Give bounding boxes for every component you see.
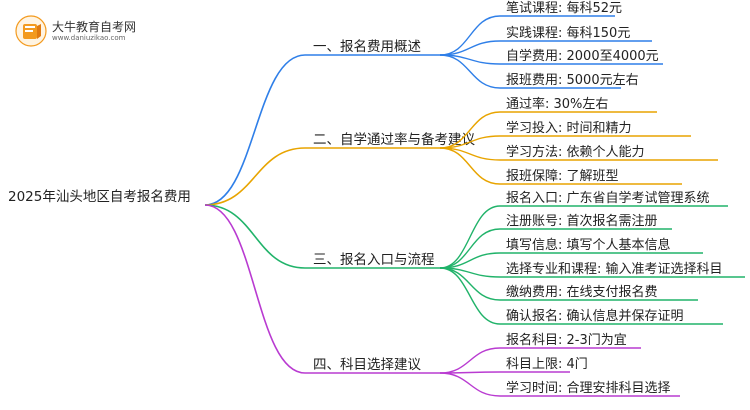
branch-label: 三、报名入口与流程 (313, 252, 435, 268)
leaf-connector (439, 252, 501, 269)
leaf-item: 报名科目: 2-3门为宜 (506, 332, 627, 348)
branch-label: 二、自学通过率与备考建议 (313, 131, 475, 148)
leaf-item: 学习时间: 合理安排科目选择 (506, 380, 671, 396)
branch-connector (204, 147, 306, 206)
logo: 大牛教育自考网 www.daniuzikao.com (14, 14, 164, 48)
leaf-item: 通过率: 30%左右 (506, 96, 608, 112)
leaf-item: 确认报名: 确认信息并保存证明 (506, 308, 684, 324)
leaf-item: 实践课程: 每科150元 (506, 25, 630, 41)
leaf-connector (439, 228, 501, 269)
leaf-connector (439, 267, 501, 325)
leaf-item: 科目上限: 4门 (506, 357, 588, 372)
branch-label: 一、报名费用概述 (313, 39, 421, 55)
leaf-item: 报名入口: 广东省自学考试管理系统 (506, 190, 710, 206)
leaf-item: 报班保障: 了解班型 (506, 169, 619, 184)
leaf-connector (439, 54, 501, 89)
leaf-connector (439, 347, 501, 374)
branch-label: 四、科目选择建议 (313, 357, 421, 373)
leaf-item: 学习投入: 时间和精力 (506, 120, 632, 136)
leaf-item: 自学费用: 2000至4000元 (506, 48, 659, 64)
leaf-connector (439, 15, 501, 56)
leaf-item: 缴纳费用: 在线支付报名费 (506, 284, 658, 300)
leaf-item: 填写信息: 填写个人基本信息 (506, 237, 671, 253)
logo-url: www.daniuzikao.com (52, 34, 126, 42)
leaf-item: 报班费用: 5000元左右 (506, 73, 639, 88)
leaf-item: 注册账号: 首次报名需注册 (506, 213, 658, 229)
root-topic: 2025年汕头地区自考报名费用 (8, 189, 191, 205)
logo-title: 大牛教育自考网 (52, 20, 137, 34)
leaf-item: 笔试课程: 每科52元 (506, 0, 622, 16)
book-logo-icon (15, 15, 47, 47)
branch-connector (204, 54, 306, 206)
branch-connector (204, 204, 306, 269)
branch-connector (204, 204, 306, 374)
leaf-item: 选择专业和课程: 输入准考证选择科目 (506, 261, 723, 277)
leaf-connector (439, 205, 501, 269)
leaf-connector (439, 147, 501, 185)
leaf-item: 学习方法: 依赖个人能力 (506, 144, 645, 160)
leaf-connector (439, 372, 501, 397)
